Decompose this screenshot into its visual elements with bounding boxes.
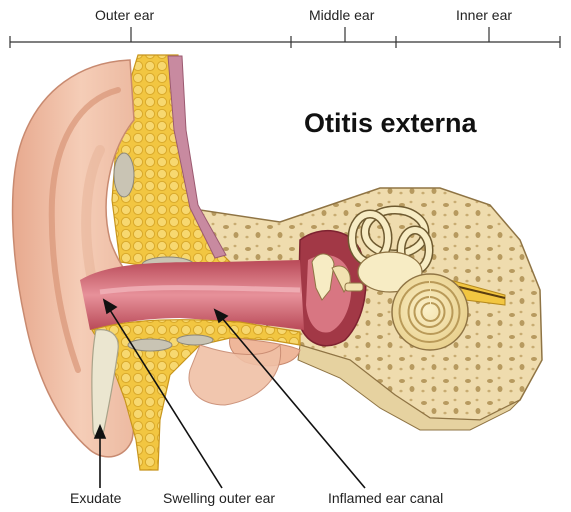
diagram-title: Otitis externa xyxy=(304,108,477,139)
region-bracket xyxy=(10,27,560,48)
callout-label-inflamed: Inflamed ear canal xyxy=(328,490,443,506)
region-label-outer-ear: Outer ear xyxy=(95,7,154,23)
callout-label-swelling: Swelling outer ear xyxy=(163,490,275,506)
callout-label-exudate: Exudate xyxy=(70,490,121,506)
region-label-inner-ear: Inner ear xyxy=(456,7,512,23)
region-label-middle-ear: Middle ear xyxy=(309,7,374,23)
